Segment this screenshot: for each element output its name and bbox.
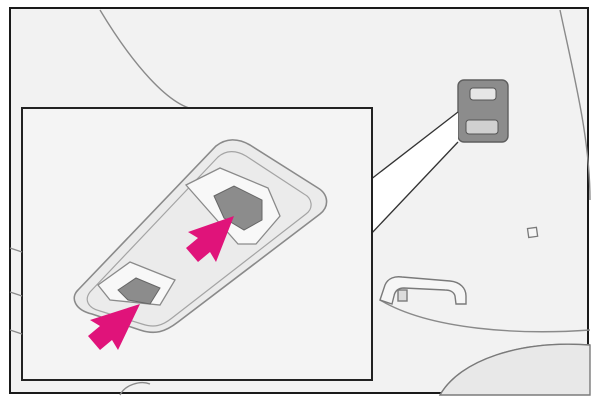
overhead-lamp-unit-small <box>458 80 508 142</box>
lamp-unit-rear-lens <box>466 120 498 134</box>
grip-mount <box>398 290 407 301</box>
headliner-clip <box>527 227 537 237</box>
lamp-unit-front-lens <box>470 88 496 100</box>
